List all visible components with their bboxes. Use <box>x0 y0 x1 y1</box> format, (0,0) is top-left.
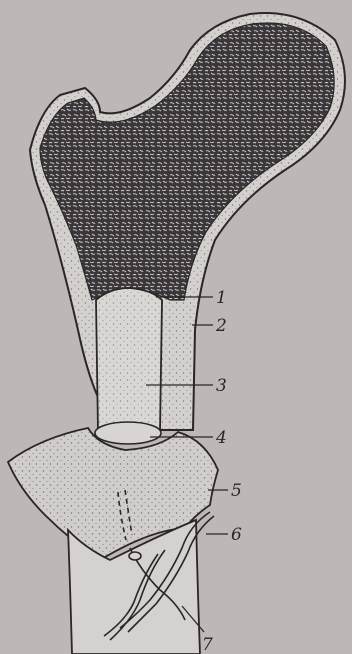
cavity-end <box>95 422 161 444</box>
label-7: 7 <box>202 635 213 654</box>
label-6: 6 <box>231 525 242 545</box>
label-5: 5 <box>231 481 242 501</box>
label-3: 3 <box>216 376 227 396</box>
label-2: 2 <box>215 316 227 336</box>
label-4: 4 <box>215 428 227 448</box>
label-1: 1 <box>216 288 227 308</box>
